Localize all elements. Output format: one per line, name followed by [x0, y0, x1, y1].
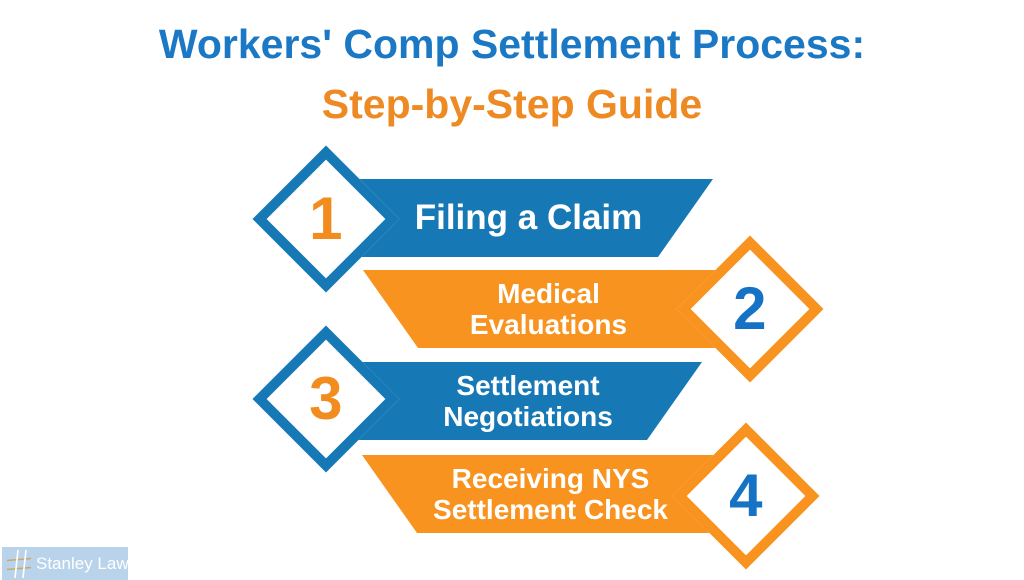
step-4-number: 4	[729, 462, 763, 529]
step-2-number: 2	[733, 275, 767, 342]
stanley-law-logo-text: Stanley Law	[36, 553, 129, 573]
step-1-number: 1	[309, 185, 343, 252]
step-4-diamond: 4	[672, 422, 820, 570]
step-3-diamond: 3	[252, 325, 400, 473]
page-title-line2: Step-by-Step Guide	[321, 81, 703, 127]
step-1-label: Filing a Claim	[414, 198, 643, 237]
step-2-diamond: 2	[676, 235, 824, 383]
step-3-number: 3	[309, 365, 343, 432]
hash-lines-icon	[6, 549, 32, 578]
step-2-label: Medical Evaluations	[469, 278, 628, 340]
step-3-label: Settlement Negotiations	[443, 370, 613, 432]
step-4-label: Receiving NYS Settlement Check	[433, 463, 668, 525]
page-title-line1: Workers' Comp Settlement Process:	[158, 21, 866, 67]
stanley-law-logo: Stanley Law	[2, 547, 129, 580]
